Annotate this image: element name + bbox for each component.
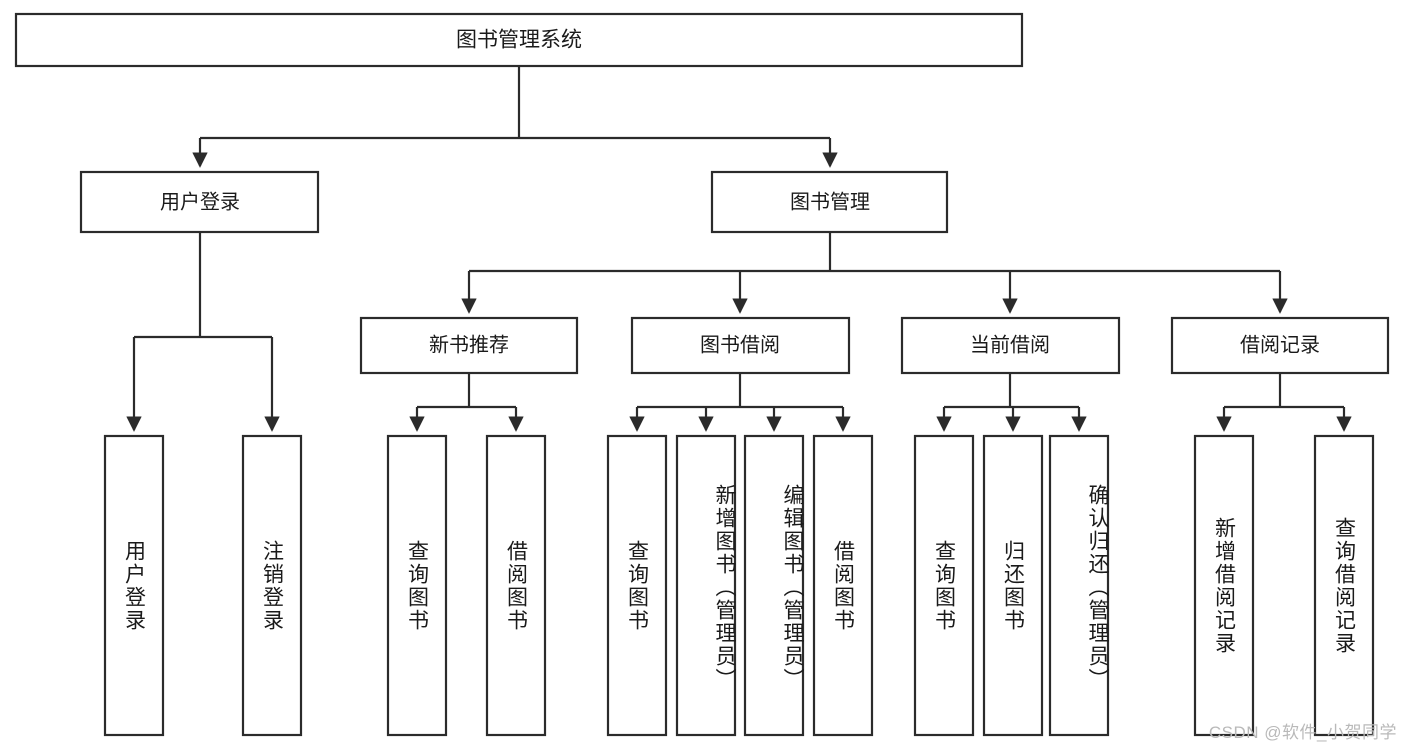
node-user-login-box[interactable] <box>79 170 320 234</box>
csdn-watermark: CSDN @软件_小贺同学 <box>1208 723 1397 742</box>
node-leaf-add-book-box[interactable] <box>675 434 737 737</box>
edge-group-book-management <box>461 232 1288 314</box>
node-current-borrow[interactable]: 当前借阅 <box>900 316 1121 375</box>
edge-group-user-login <box>126 232 280 432</box>
node-leaf-borrow-book-1-box[interactable] <box>485 434 547 737</box>
edge-group-root <box>192 66 838 168</box>
node-user-login[interactable]: 用户登录 <box>79 170 320 234</box>
edge-group-current-borrow <box>936 373 1087 432</box>
node-current-borrow-box[interactable] <box>900 316 1121 375</box>
node-leaf-query-book-2-box[interactable] <box>606 434 668 737</box>
node-leaf-logout-box[interactable] <box>241 434 303 737</box>
node-new-book-rec-box[interactable] <box>359 316 579 375</box>
node-new-book-rec[interactable]: 新书推荐 <box>359 316 579 375</box>
leaf-boxes <box>103 434 1375 737</box>
node-book-borrow-box[interactable] <box>630 316 851 375</box>
node-leaf-add-record-box[interactable] <box>1193 434 1255 737</box>
node-book-management[interactable]: 图书管理 <box>710 170 949 234</box>
node-leaf-edit-book-box[interactable] <box>743 434 805 737</box>
node-leaf-confirm-return-box[interactable] <box>1048 434 1110 737</box>
node-book-borrow[interactable]: 图书借阅 <box>630 316 851 375</box>
node-leaf-user-login-box[interactable] <box>103 434 165 737</box>
node-current-borrow-label: 当前借阅 <box>970 333 1050 356</box>
node-user-login-label: 用户登录 <box>160 190 240 213</box>
node-book-borrow-label: 图书借阅 <box>700 333 780 356</box>
node-book-management-box[interactable] <box>710 170 949 234</box>
node-leaf-query-book-3-box[interactable] <box>913 434 975 737</box>
node-new-book-rec-label: 新书推荐 <box>429 333 509 356</box>
node-root[interactable]: 图书管理系统 <box>14 12 1024 68</box>
node-root-box[interactable] <box>14 12 1024 68</box>
node-book-management-label: 图书管理 <box>790 190 870 213</box>
node-borrow-record[interactable]: 借阅记录 <box>1170 316 1390 375</box>
node-leaf-query-book-1-box[interactable] <box>386 434 448 737</box>
node-leaf-return-book-box[interactable] <box>982 434 1044 737</box>
node-leaf-borrow-book-2-box[interactable] <box>812 434 874 737</box>
node-leaf-query-record-box[interactable] <box>1313 434 1375 737</box>
node-root-label: 图书管理系统 <box>456 29 582 52</box>
edge-group-new-book-rec <box>409 373 524 432</box>
edge-group-book-borrow <box>629 373 851 432</box>
node-borrow-record-box[interactable] <box>1170 316 1390 375</box>
edge-group-borrow-record <box>1216 373 1352 432</box>
node-borrow-record-label: 借阅记录 <box>1240 333 1320 356</box>
